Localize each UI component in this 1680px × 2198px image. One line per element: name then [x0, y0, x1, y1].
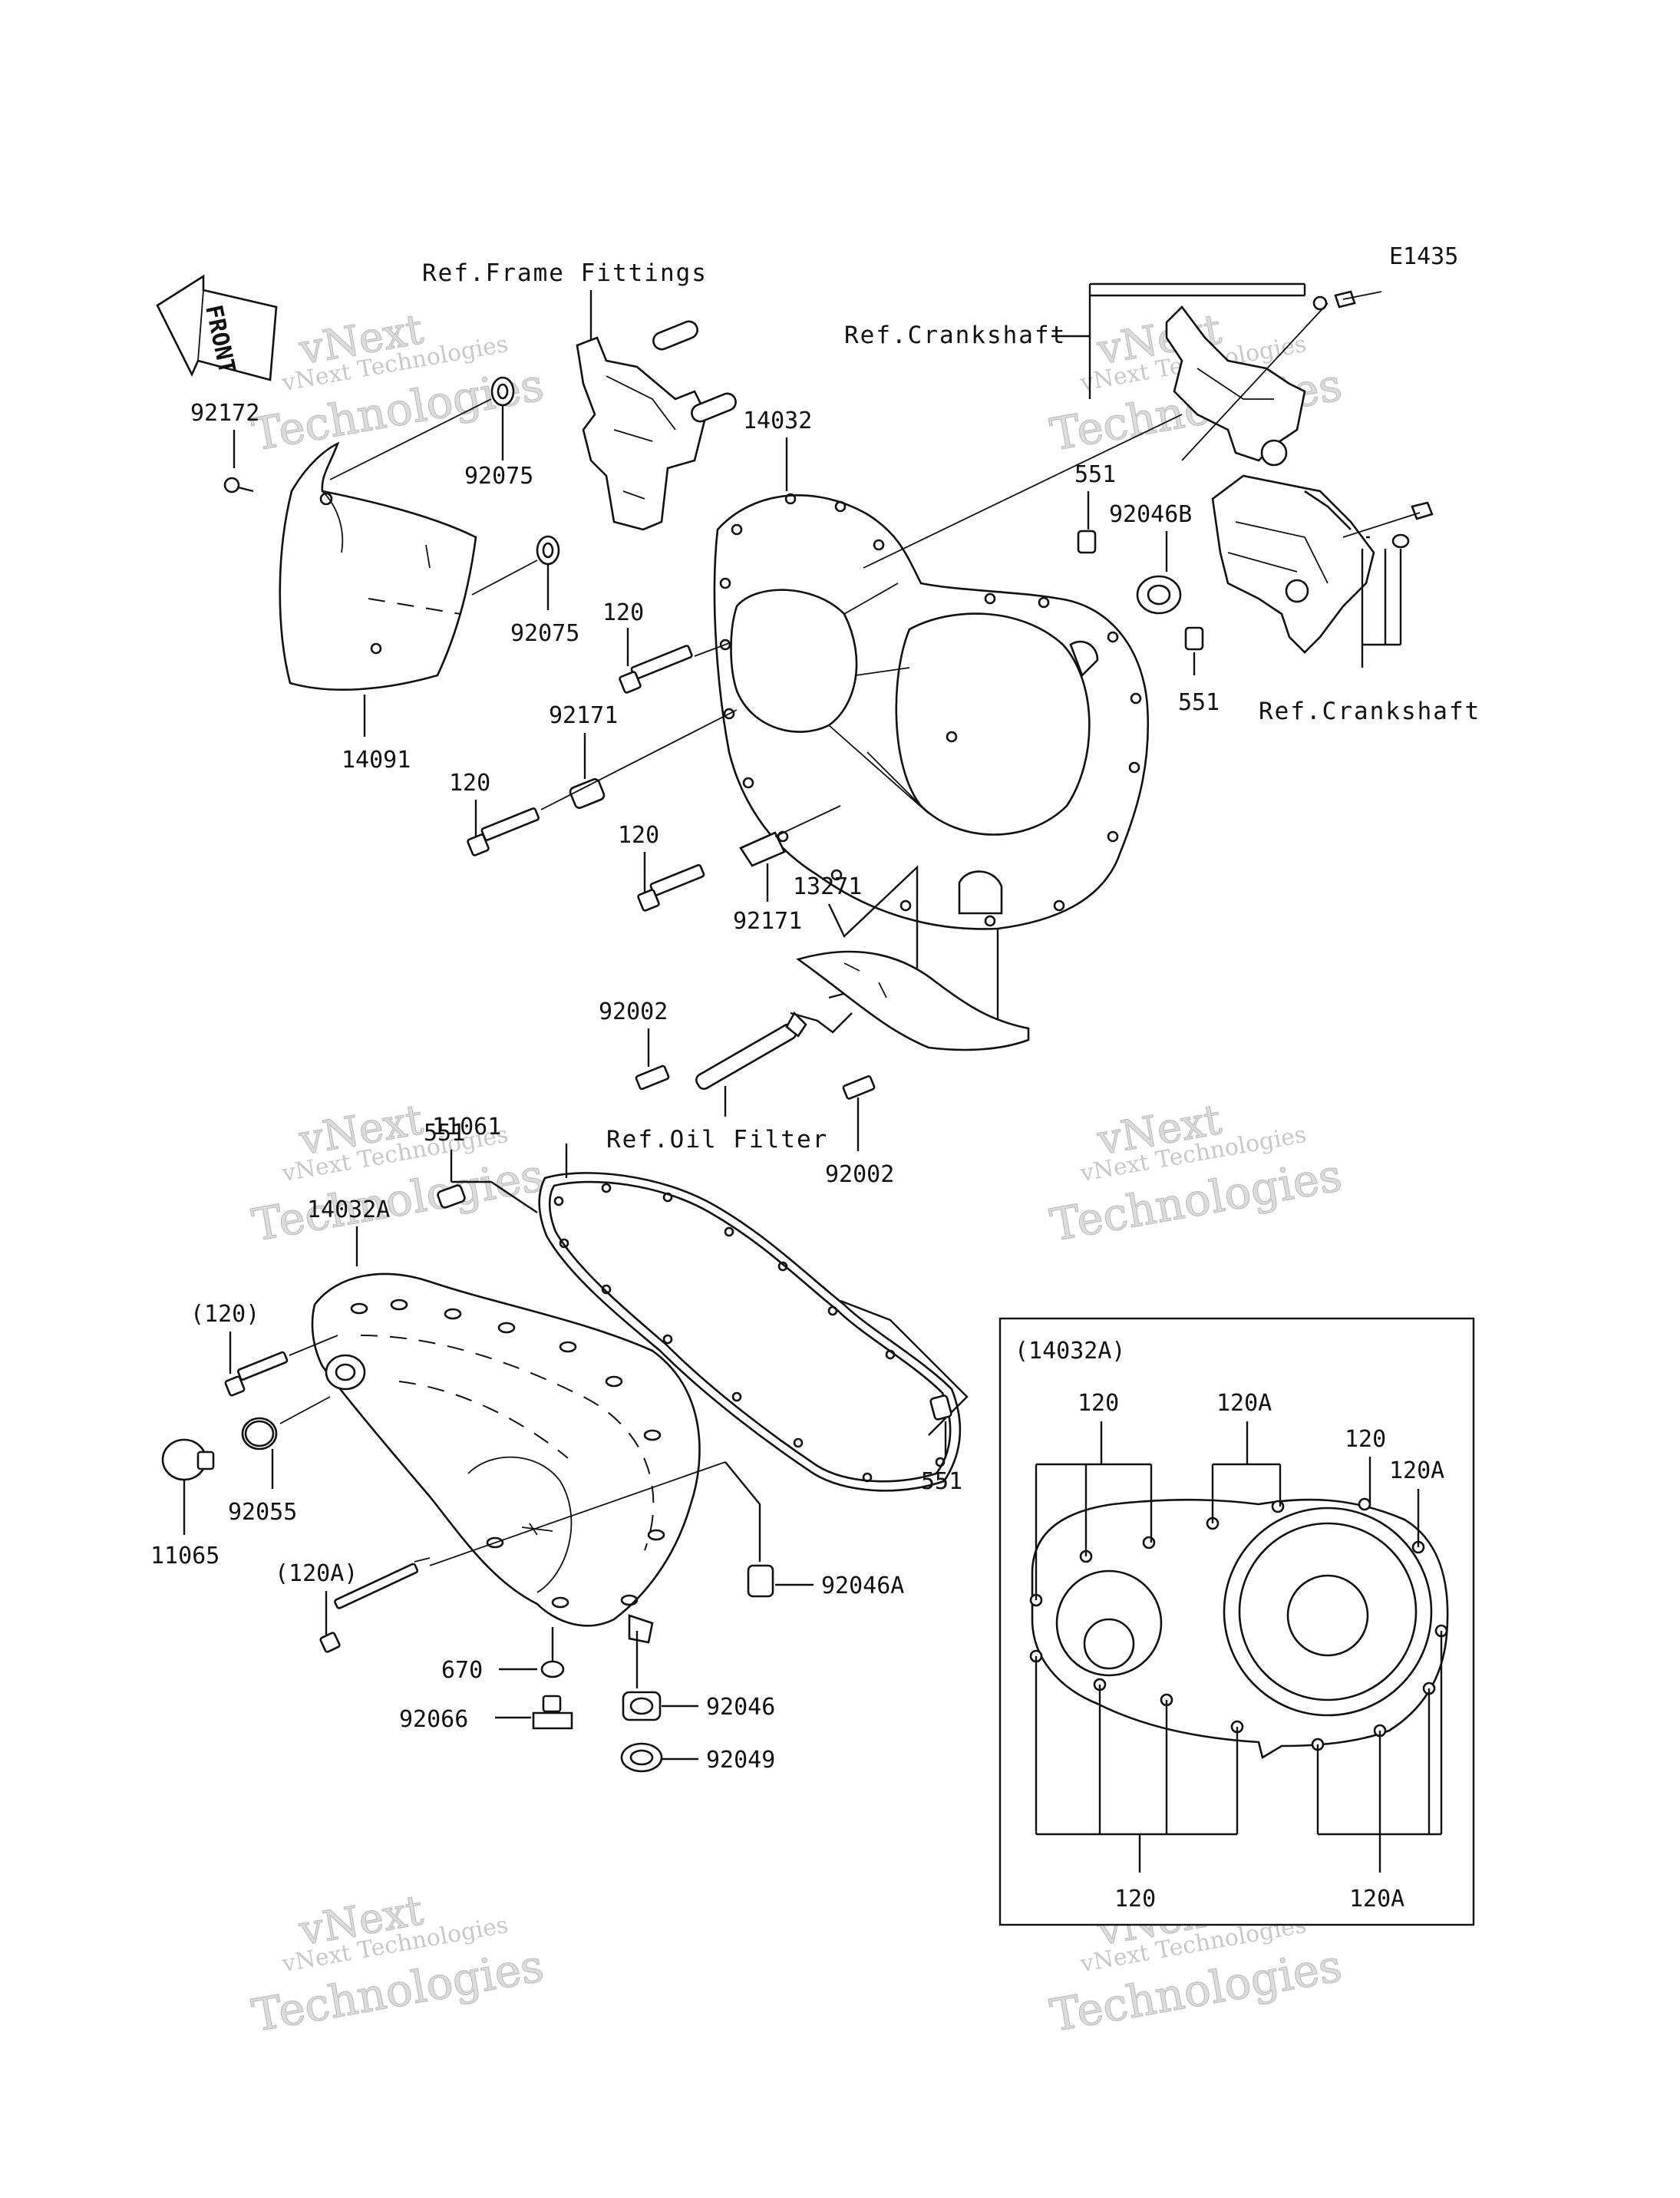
part-92046: 92046: [706, 1694, 775, 1721]
part-551-a: 551: [1074, 461, 1116, 488]
ref-oil-filter: Ref.Oil Filter: [606, 1126, 828, 1153]
inset-label-120A-top: 120A: [1216, 1390, 1272, 1417]
bolt-120-b: [467, 709, 738, 856]
ref-crankshaft-top: Ref.Crankshaft: [844, 322, 1066, 349]
part-92171-b: 92171: [733, 908, 802, 935]
part-120-b: 120: [449, 770, 490, 797]
part-13271: 13271: [793, 873, 862, 900]
inset-label-120-top: 120: [1078, 1390, 1119, 1417]
inset-label-120-right: 120: [1345, 1426, 1386, 1453]
bolt-92002-a: [635, 1028, 670, 1091]
part-11061: 11061: [432, 1114, 501, 1140]
dowel-551-a: [1077, 491, 1097, 554]
plug-11065: [161, 1438, 215, 1535]
inset-label-120-bottom: 120: [1114, 1886, 1156, 1913]
watermark-middle-right: vNext vNext Technologies Technologies: [1046, 1094, 1346, 1252]
part-92002-a: 92002: [599, 998, 668, 1025]
screw-92172: [223, 430, 254, 493]
part-120-a: 120: [602, 599, 644, 626]
crankshaft-bracket-right: [1211, 474, 1434, 668]
part-92066: 92066: [399, 1706, 468, 1733]
bolt-120-a: [619, 628, 730, 694]
bushing-92075-a: [329, 376, 515, 480]
part-670: 670: [441, 1657, 483, 1684]
part-120-paren: (120): [190, 1301, 259, 1328]
part-92171-a: 92171: [549, 702, 618, 729]
inset-label-120A-bottom: 120A: [1349, 1886, 1404, 1913]
bushing-92046A: [747, 1564, 814, 1598]
bolt-120-c: [637, 852, 705, 912]
oring-92055: [241, 1396, 331, 1489]
part-551-b: 551: [1178, 689, 1220, 716]
inset-label-120A-right: 120A: [1389, 1457, 1444, 1484]
part-551-d: 551: [921, 1468, 962, 1495]
part-92075-b: 92075: [510, 620, 579, 647]
ref-crankshaft-right: Ref.Crankshaft: [1259, 698, 1480, 725]
inset-title: (14032A): [1015, 1338, 1126, 1365]
front-arrow-icon: FRONT: [156, 274, 278, 381]
bushing-92075-b: [471, 535, 560, 610]
part-551-c: 551: [424, 1120, 465, 1147]
dowel-551-b: [1184, 626, 1204, 675]
part-11065: 11065: [150, 1543, 219, 1569]
part-120A-paren: (120A): [275, 1560, 358, 1587]
seal-92049: [620, 1742, 698, 1773]
watermark-middle-left: vNext vNext Technologies Technologies: [248, 1094, 548, 1252]
inset-14032A: (14032A) 120 120A 120 120A 120 120A: [998, 1317, 1475, 1926]
plate-13271: [796, 865, 1030, 1051]
diagram-code: E1435: [1389, 243, 1458, 270]
cover-14032-bolt-holes: [719, 493, 1142, 927]
dowel-551-d: [929, 1394, 952, 1458]
crankshaft-bracket-top: [1051, 282, 1382, 467]
part-120-c: 120: [618, 822, 659, 849]
part-14032: 14032: [743, 408, 812, 434]
part-92055: 92055: [228, 1499, 297, 1526]
frame-bracket: [576, 290, 737, 531]
dowel-92171-a: [569, 733, 606, 809]
bearing-92046B: [1136, 531, 1182, 615]
dowel-92171-b: [739, 805, 841, 902]
part-92002-b: 92002: [825, 1161, 894, 1188]
bolt-92002-b: [842, 1075, 876, 1151]
oil-filter-stud: [695, 1011, 853, 1117]
part-14032A: 14032A: [307, 1196, 390, 1223]
cover-14032: [713, 414, 1183, 930]
part-92046B: 92046B: [1109, 501, 1192, 528]
bolt-120-paren: [224, 1332, 338, 1397]
part-92075-a: 92075: [464, 463, 533, 490]
part-92172: 92172: [190, 400, 259, 427]
drain-bolt-92066: [495, 1695, 573, 1730]
bearing-92046: [622, 1631, 698, 1721]
watermark-top-left: vNext vNext Technologies Technologies: [248, 304, 548, 461]
part-92049: 92049: [706, 1747, 775, 1774]
bolt-120A-paren: [319, 1557, 431, 1653]
washer-670: [499, 1627, 565, 1678]
part-14091: 14091: [342, 747, 411, 774]
cover-14032A-holes: [350, 1299, 665, 1609]
cover-14032A: [311, 1226, 761, 1644]
watermark-bottom-left: vNext vNext Technologies Technologies: [248, 1885, 548, 2042]
ref-frame-fittings: Ref.Frame Fittings: [422, 259, 708, 287]
part-92046A: 92046A: [821, 1573, 904, 1599]
cover-14091: [279, 441, 477, 737]
dowel-551-c: [437, 1150, 538, 1213]
